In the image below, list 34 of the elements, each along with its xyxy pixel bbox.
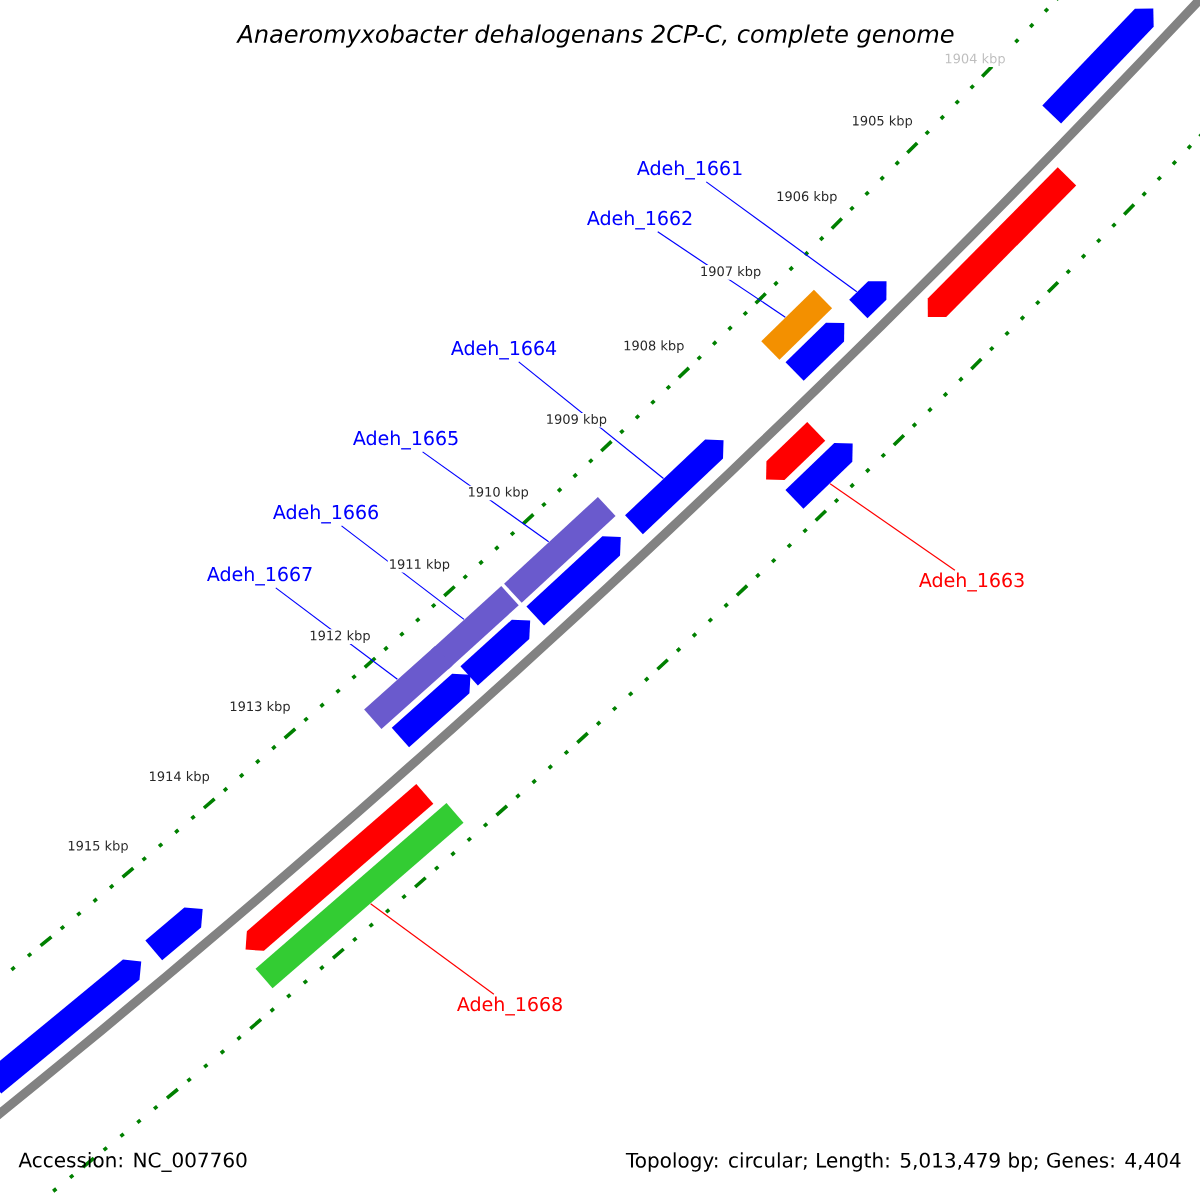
gene-block bbox=[927, 167, 1077, 317]
gene-bar bbox=[255, 803, 464, 989]
gene-block bbox=[785, 443, 853, 509]
gene-bar bbox=[430, 586, 519, 670]
gene-label: Adeh_1667 bbox=[207, 566, 312, 586]
gene-block bbox=[526, 536, 621, 626]
gene-label: Adeh_1663 bbox=[919, 572, 1024, 592]
gene-label: Adeh_1661 bbox=[637, 160, 742, 180]
gene-block bbox=[145, 907, 203, 961]
gene-block bbox=[460, 619, 531, 686]
footer-text: Topology: circular; Length: 5,013,479 bp; Genes: 4,404 bbox=[625, 1152, 1181, 1172]
footer-text: Accession: NC_007760 bbox=[18, 1152, 247, 1172]
leader-line bbox=[518, 361, 665, 479]
gene-block bbox=[1042, 8, 1154, 124]
gene-bar bbox=[504, 496, 616, 603]
gene-block bbox=[391, 673, 471, 748]
gene-bar bbox=[364, 646, 453, 729]
title: Anaeromyxobacter dehalogenans 2CP-C, complete genome bbox=[236, 24, 954, 48]
gene-bar bbox=[761, 289, 833, 360]
leader-line bbox=[829, 483, 956, 571]
gene-label: Adeh_1666 bbox=[273, 504, 378, 524]
gene-block bbox=[245, 784, 434, 951]
leader-line bbox=[705, 181, 858, 293]
gene-block bbox=[849, 281, 887, 319]
gene-block bbox=[785, 322, 845, 381]
gene-block bbox=[0, 959, 142, 1094]
gene-label: Adeh_1664 bbox=[451, 340, 557, 360]
gene-label: Adeh_1668 bbox=[457, 996, 562, 1016]
leader-line bbox=[370, 903, 495, 995]
leader-line bbox=[340, 525, 465, 620]
gene-label: Adeh_1662 bbox=[587, 210, 692, 230]
gene-block bbox=[625, 439, 724, 535]
gene-block bbox=[766, 421, 826, 480]
gene-label: Adeh_1665 bbox=[353, 430, 458, 450]
